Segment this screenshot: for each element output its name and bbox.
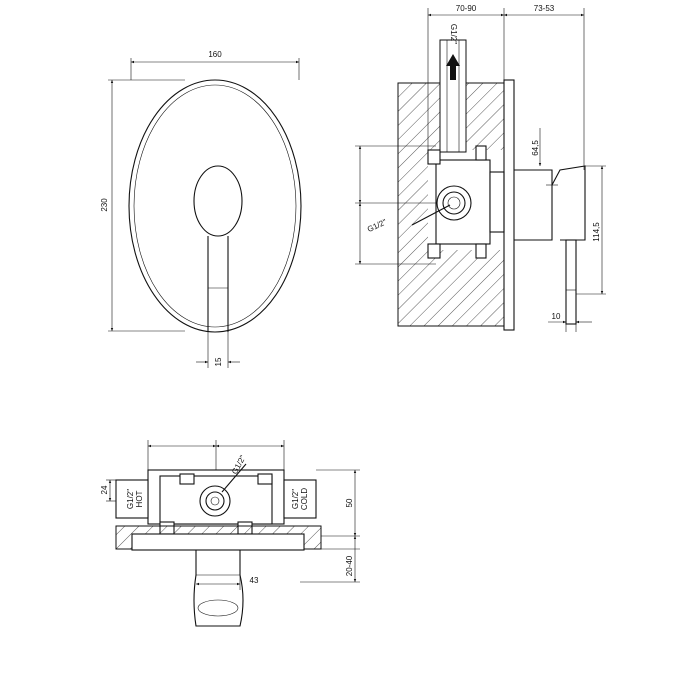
valve-body-side: G1/2" xyxy=(366,145,505,259)
cold-label: COLD xyxy=(300,488,309,510)
front-width-dimension: 160 xyxy=(130,50,300,80)
side-dim-64-5: 64,5 xyxy=(531,128,542,166)
side-dim-114-5-label: 114,5 xyxy=(592,222,601,242)
cover-plate-top xyxy=(131,533,305,551)
side-dim-64-5-label: 64,5 xyxy=(531,140,540,156)
valve-body-top: G1/2" xyxy=(115,454,317,535)
outlet-arrow xyxy=(446,54,460,80)
top-dim-43-label: 43 xyxy=(250,576,259,585)
top-view: G1/2" G1/2" HOT G1/2" COLD 24 50 20-40 xyxy=(100,440,360,627)
cover-plate-inner xyxy=(133,84,297,328)
lever xyxy=(207,236,229,332)
top-dim-24-label: 24 xyxy=(100,485,109,494)
side-dim-10: 10 xyxy=(548,312,592,332)
front-width-label: 160 xyxy=(208,50,222,59)
top-dim-50-label: 50 xyxy=(345,498,354,507)
front-view: 160 230 15 xyxy=(100,50,302,368)
outlet-thread-label: G1/2" xyxy=(449,24,458,44)
top-dim-50: 50 xyxy=(316,469,360,537)
lever-width-dimension: 15 xyxy=(196,332,240,368)
cold-thread-label: G1/2" xyxy=(291,489,300,509)
side-left-dimension xyxy=(355,145,436,265)
inlet-thread-label: G1/2" xyxy=(366,217,388,234)
handle-top xyxy=(193,550,244,627)
side-dim-114-5: 114,5 xyxy=(576,165,606,295)
side-view: 70-90 73-53 G1/2" G1/2" xyxy=(355,4,606,332)
cover-plate-outer xyxy=(128,79,302,333)
lever-width-label: 15 xyxy=(214,357,223,366)
handle-side xyxy=(514,165,586,325)
top-dim-24: 24 xyxy=(100,479,116,502)
hot-label: HOT xyxy=(135,490,144,507)
front-height-label: 230 xyxy=(100,198,109,212)
top-view-width-dimension xyxy=(147,440,285,470)
hot-thread-label: G1/2" xyxy=(126,489,135,509)
side-dim-73-53: 73-53 xyxy=(534,4,555,13)
front-height-dimension: 230 xyxy=(100,79,185,332)
top-dim-20-40: 20-40 xyxy=(300,536,360,583)
side-dim-70-90: 70-90 xyxy=(456,4,477,13)
handle-knob xyxy=(193,165,243,237)
top-dim-43: 43 xyxy=(196,572,259,590)
top-dim-20-40-label: 20-40 xyxy=(345,555,354,576)
cover-plate-side xyxy=(503,79,515,331)
side-dim-10-label: 10 xyxy=(552,312,561,321)
